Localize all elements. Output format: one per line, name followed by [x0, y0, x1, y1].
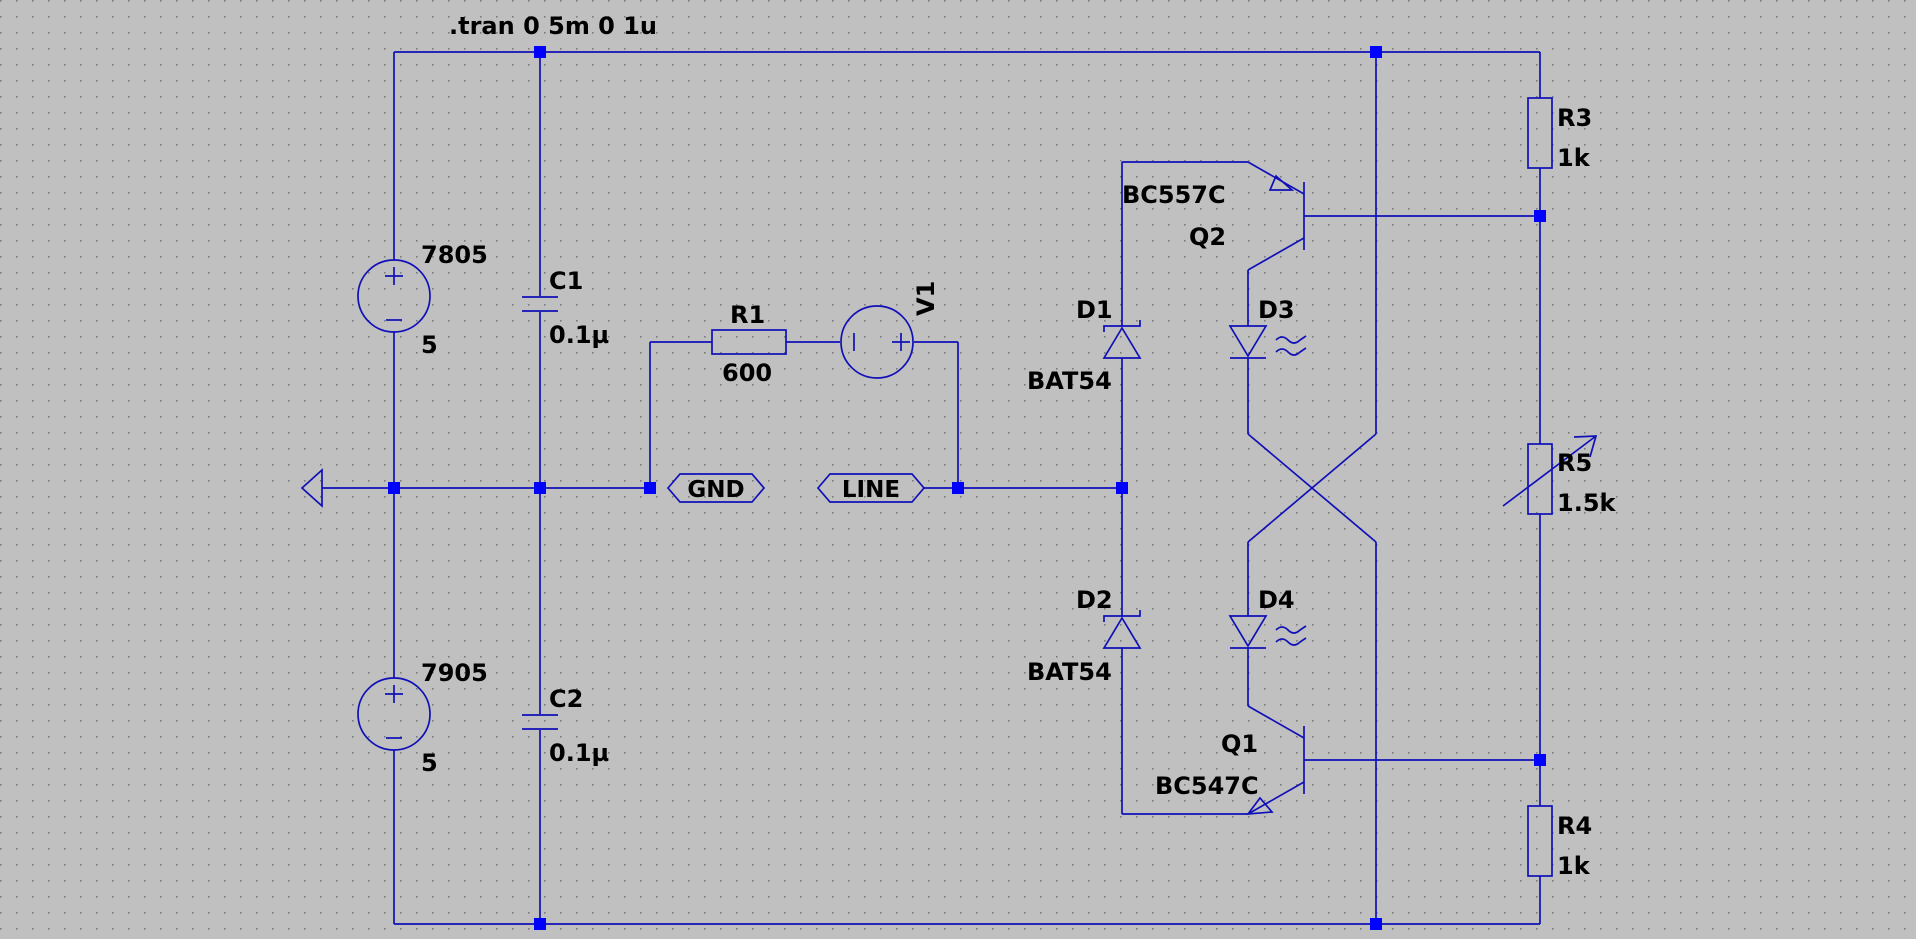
capacitor-c2[interactable]: [522, 714, 558, 730]
resistor-r5-name: R5: [1557, 449, 1592, 477]
capacitor-c1[interactable]: [522, 296, 558, 312]
transistor-q2-model: BC557C: [1122, 181, 1226, 209]
wires[interactable]: [322, 51, 1541, 925]
source-7905-name: 7905: [421, 659, 488, 687]
junction-dot: [1116, 482, 1128, 494]
junction-dot: [1370, 918, 1382, 930]
pnp-transistor-q2[interactable]: [1247, 161, 1305, 271]
capacitor-c1-value: 0.1µ: [549, 321, 609, 349]
net-label-gnd-text: GND: [687, 477, 744, 503]
resistor-r3-name: R3: [1557, 104, 1592, 132]
junction-dot: [534, 482, 546, 494]
voltage-source-v1[interactable]: [840, 305, 914, 379]
junction-dot: [952, 482, 964, 494]
diode-d4-name: D4: [1258, 586, 1295, 614]
diode-d2-model: BAT54: [1027, 658, 1112, 686]
diode-d2-name: D2: [1076, 586, 1113, 614]
resistor-r5-value: 1.5k: [1557, 489, 1617, 517]
resistor-r4-value: 1k: [1557, 852, 1591, 880]
transistor-q2-name: Q2: [1189, 223, 1226, 251]
source-v1-name: V1: [912, 281, 940, 316]
component-labels: .tran 0 5m 0 1u 7805 5 7905 5 V1 C1 0.1µ…: [421, 12, 1617, 880]
resistor-r1-value: 600: [722, 359, 772, 387]
resistor-r1-name: R1: [730, 301, 765, 329]
transistor-q1-name: Q1: [1221, 730, 1258, 758]
resistor-r4[interactable]: [1527, 805, 1553, 877]
resistor-r1[interactable]: [711, 329, 787, 355]
net-label-line-text: LINE: [842, 477, 900, 503]
junction-dot: [1534, 754, 1546, 766]
schottky-diode-d2[interactable]: [1102, 610, 1142, 649]
ground-symbol[interactable]: [300, 468, 323, 508]
junction-dot: [534, 46, 546, 58]
led-d3[interactable]: [1228, 325, 1307, 359]
junction-dot: [1534, 210, 1546, 222]
resistor-r3-value: 1k: [1557, 144, 1591, 172]
source-7905-value: 5: [421, 749, 438, 777]
capacitor-c2-name: C2: [549, 685, 583, 713]
junction-dot: [1370, 46, 1382, 58]
led-d4[interactable]: [1228, 615, 1307, 649]
junction-dot: [644, 482, 656, 494]
capacitor-c1-name: C1: [549, 267, 583, 295]
junction-dot: [534, 918, 546, 930]
source-7805-value: 5: [421, 331, 438, 359]
transistor-q1-model: BC547C: [1155, 772, 1259, 800]
net-label-gnd[interactable]: GND: [666, 473, 766, 503]
capacitor-c2-value: 0.1µ: [549, 739, 609, 767]
tran-directive[interactable]: .tran 0 5m 0 1u: [449, 12, 657, 40]
resistor-r4-name: R4: [1557, 812, 1592, 840]
resistor-r3[interactable]: [1527, 97, 1553, 169]
voltage-source-7905[interactable]: [357, 677, 431, 751]
diode-d3-name: D3: [1258, 296, 1295, 324]
diode-d1-name: D1: [1076, 296, 1113, 324]
schottky-diode-d1[interactable]: [1102, 320, 1142, 359]
diode-d1-model: BAT54: [1027, 367, 1112, 395]
junction-dot: [388, 482, 400, 494]
source-7805-name: 7805: [421, 241, 488, 269]
potentiometer-r5[interactable]: [1502, 435, 1598, 515]
npn-transistor-q1[interactable]: [1246, 705, 1305, 816]
junctions: [388, 46, 1546, 930]
net-label-line[interactable]: LINE: [816, 473, 926, 503]
voltage-source-7805[interactable]: [357, 259, 431, 333]
